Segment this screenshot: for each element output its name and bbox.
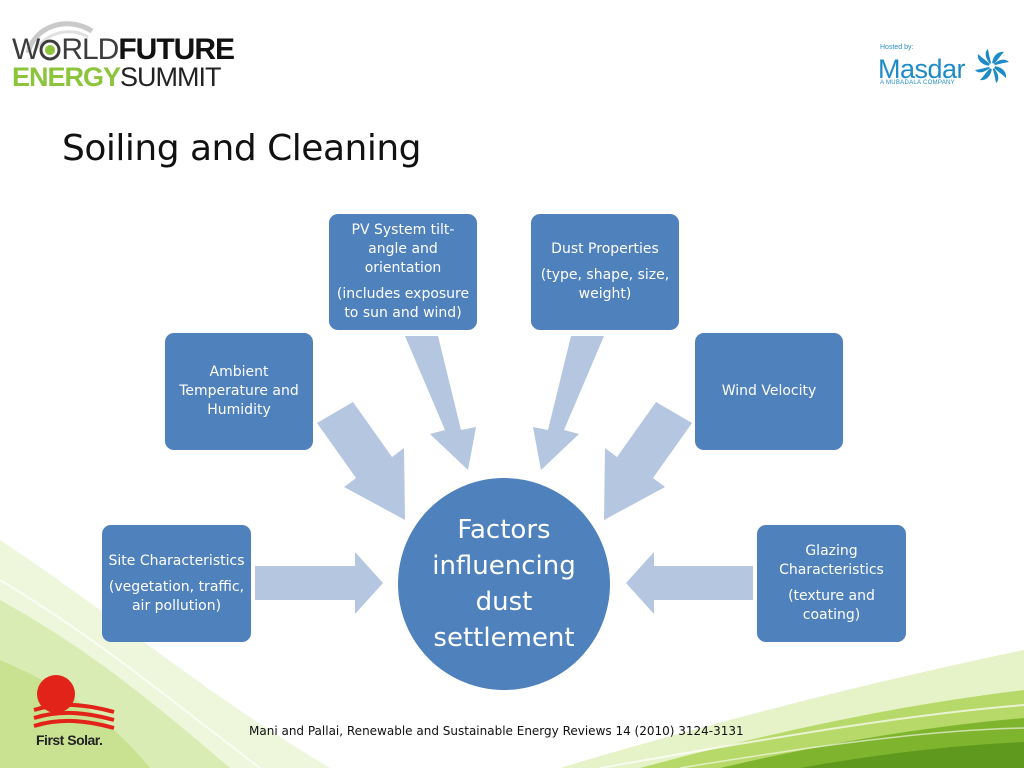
node-dust-detail: (type, shape, size, weight) <box>540 267 670 302</box>
node-glazing-characteristics: Glazing Characteristics (texture and coa… <box>757 525 906 642</box>
node-tilt-detail: (includes exposure to sun and wind) <box>336 286 470 321</box>
node-glazing-detail: (texture and coating) <box>788 588 875 623</box>
node-dust-properties: Dust Properties (type, shape, size, weig… <box>531 214 679 330</box>
node-ambient-temperature: Ambient Temperature and Humidity <box>165 333 313 450</box>
arrow-wind <box>604 402 692 520</box>
wfes-rld: RLD <box>61 33 119 66</box>
arrow-glazing <box>626 552 753 614</box>
masdar-hosted-by: Hosted by: <box>880 44 914 51</box>
arrow-ambient <box>317 402 405 520</box>
wfes-line1: W RLDFUTURE <box>12 33 235 66</box>
masdar-swirl-icon <box>975 49 1009 83</box>
world-future-energy-summit-logo: W RLDFUTURE ENERGYSUMMIT <box>12 17 235 92</box>
first-solar-logo: First Solar. <box>30 672 122 752</box>
masdar-wordmark: Masdar <box>878 54 966 84</box>
globe-icon <box>39 39 61 61</box>
first-solar-sun-icon <box>33 675 115 730</box>
slide-title: Soiling and Cleaning <box>62 128 422 169</box>
node-pv-tilt-angle: PV System tilt-angle and orientation (in… <box>329 214 477 330</box>
arrow-site <box>255 552 383 614</box>
center-label: Factors influencing dust settlement <box>432 515 576 653</box>
node-dust-title: Dust Properties <box>551 241 659 257</box>
wfes-w: W <box>12 33 40 66</box>
masdar-tagline: A MUBADALA COMPANY <box>880 80 955 86</box>
node-wind-title: Wind Velocity <box>721 383 817 399</box>
wfes-future: FUTURE <box>118 33 235 66</box>
node-wind-velocity: Wind Velocity <box>695 333 843 450</box>
wfes-summit: SUMMIT <box>120 62 221 92</box>
arrow-dust <box>533 336 604 470</box>
center-factors-circle: Factors influencing dust settlement <box>398 478 610 690</box>
masdar-logo: Hosted by: Masdar A MUBADALA COMPANY <box>878 44 1013 94</box>
node-site-detail: (vegetation, traffic, air pollution) <box>108 578 245 614</box>
wfes-energy: ENERGY <box>12 62 121 92</box>
node-site-title: Site Characteristics <box>108 552 245 569</box>
wfes-swoosh-icon <box>26 21 94 54</box>
node-site-characteristics: Site Characteristics (vegetation, traffi… <box>102 525 251 642</box>
node-tilt-title: PV System tilt-angle and orientation <box>351 222 455 276</box>
node-glazing-title: Glazing Characteristics <box>779 543 884 578</box>
citation: Mani and Pallai, Renewable and Sustainab… <box>249 724 744 738</box>
first-solar-wordmark: First Solar. <box>36 732 103 748</box>
wfes-line2: ENERGYSUMMIT <box>12 62 222 92</box>
node-ambient-title: Ambient Temperature and Humidity <box>179 364 299 418</box>
arrow-tilt <box>405 336 476 470</box>
